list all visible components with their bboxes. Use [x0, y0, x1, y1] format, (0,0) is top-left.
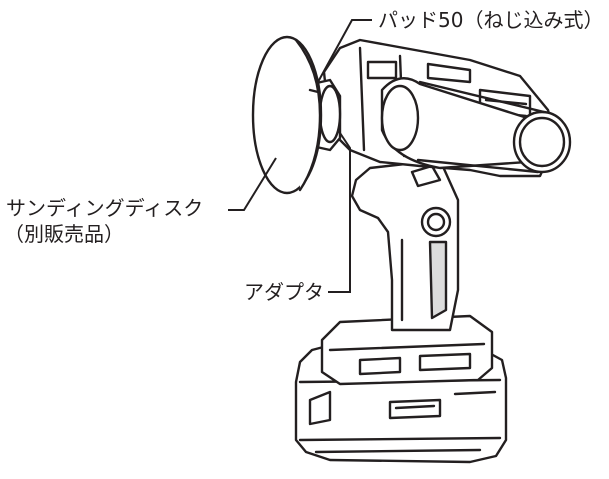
tool-foot [320, 314, 494, 386]
adapter-leader-line [328, 129, 351, 293]
side-grip [380, 77, 572, 174]
grip-handle [350, 158, 460, 332]
pad-50 [251, 35, 323, 195]
sanding-disc-label: サンディングディスク [6, 196, 204, 220]
sold-separately-label: （別販売品） [4, 222, 124, 246]
disc-leader-line [228, 157, 277, 211]
leader-lines [228, 19, 372, 293]
adapter-label: アダプタ [244, 280, 324, 304]
pad-label: パッド50（ねじ込み式） [378, 8, 604, 32]
switch-button [420, 206, 452, 238]
pad-leader-line [317, 19, 372, 83]
